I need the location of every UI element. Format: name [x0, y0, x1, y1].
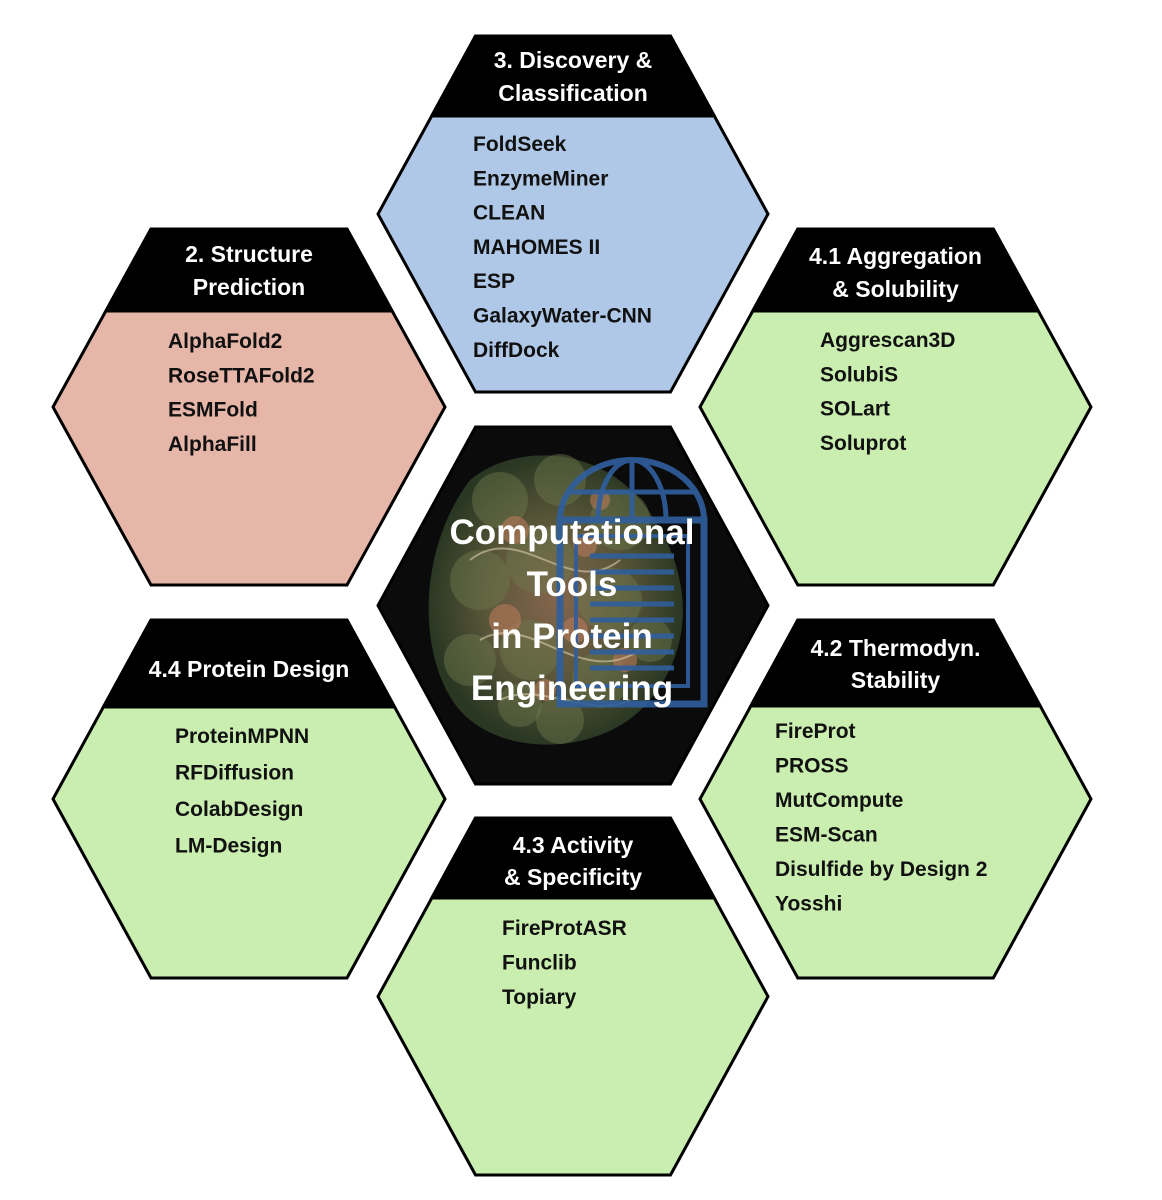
hexagon-title: & Specificity: [504, 864, 642, 890]
hexagon-discovery: 3. Discovery & ClassificationFoldSeekEnzy…: [376, 34, 770, 394]
hexagon-title: Classification: [498, 80, 648, 106]
tool-fireprotasr: FireProtASR: [502, 917, 627, 940]
tool-lm-design: LM-Design: [175, 835, 282, 858]
center-title-line: in Protein: [491, 617, 652, 656]
tool-solubis: SolubiS: [820, 363, 898, 386]
hexagon-title-band: [750, 227, 1041, 313]
tool-soluprot: Soluprot: [820, 432, 906, 455]
protein-structure-image: [428, 454, 683, 745]
hexagon-title: Stability: [851, 667, 941, 693]
hexagon-title: 4.3 Activity: [513, 832, 634, 858]
center-title-line: Engineering: [471, 669, 673, 708]
tool-alphafill: AlphaFill: [168, 433, 257, 456]
tool-mutcompute: MutCompute: [775, 789, 903, 812]
tool-galaxywater-cnn: GalaxyWater-CNN: [473, 305, 652, 328]
tool-disulfide-by-design-2: Disulfide by Design 2: [775, 858, 987, 881]
hexagon-title-band: [748, 618, 1043, 708]
hexagon-title-band: [429, 816, 717, 900]
hexagon-title: 4.1 Aggregation: [809, 243, 982, 269]
hexagon-title: 4.2 Thermodyn.: [811, 635, 981, 661]
tool-rfdiffusion: RFDiffusion: [175, 762, 294, 785]
center-title-line: Tools: [527, 565, 618, 604]
hexagon-title: 2. Structure: [185, 241, 313, 267]
tool-enzymeminer: EnzymeMiner: [473, 167, 608, 190]
hexagon-title: Prediction: [193, 274, 305, 300]
hexagon-title: 3. Discovery &: [494, 47, 653, 73]
center-title-line: Computational: [450, 513, 695, 552]
tool-solart: SOLart: [820, 398, 890, 421]
tool-proteinmpnn: ProteinMPNN: [175, 725, 309, 748]
tool-diffdock: DiffDock: [473, 339, 560, 362]
tool-pross: PROSS: [775, 755, 849, 778]
tool-clean: CLEAN: [473, 202, 545, 225]
tool-topiary: Topiary: [502, 986, 577, 1009]
tool-alphafold2: AlphaFold2: [168, 330, 282, 353]
tool-esm-scan: ESM-Scan: [775, 824, 878, 847]
server-globe-icon: [556, 457, 708, 708]
hexagon-structure: 2. StructurePredictionAlphaFold2RoseTTAF…: [51, 227, 447, 587]
tool-colabdesign: ColabDesign: [175, 798, 303, 821]
tool-esmfold: ESMFold: [168, 399, 258, 422]
tool-fireprot: FireProt: [775, 720, 856, 743]
tool-mahomes-ii: MAHOMES II: [473, 236, 600, 259]
tool-esp: ESP: [473, 270, 515, 293]
hexagon-title-band: [429, 34, 717, 118]
hexagon-title-band: [100, 618, 398, 709]
tool-rosettafold2: RoseTTAFold2: [168, 364, 315, 387]
hexagon-title: 4.4 Protein Design: [149, 656, 350, 682]
tool-funclib: Funclib: [502, 952, 577, 975]
hexagon-title: & Solubility: [832, 276, 959, 302]
tool-foldseek: FoldSeek: [473, 133, 567, 156]
tool-yosshi: Yosshi: [775, 893, 842, 916]
tool-aggrescan3d: Aggrescan3D: [820, 329, 955, 352]
hexagon-title-band: [103, 227, 395, 313]
